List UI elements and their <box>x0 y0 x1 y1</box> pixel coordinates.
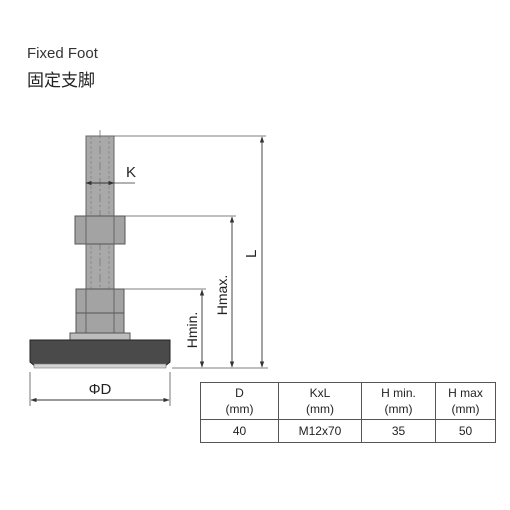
header-cell: KxL (mm) <box>278 382 362 420</box>
table-cell: M12x70 <box>278 419 362 443</box>
table-cell: 40 <box>200 419 279 443</box>
spec-table: D (mm) KxL (mm) H min. (mm) H max (mm) 40 M1… <box>200 382 496 443</box>
header-cell: H min. (mm) <box>361 382 436 420</box>
d-label: ΦD <box>89 381 112 398</box>
upper-nut <box>74 215 126 245</box>
header-name: H max <box>448 386 483 400</box>
header-unit: (mm) <box>306 402 334 416</box>
table-row: 40 M12x70 35 50 <box>200 419 496 443</box>
header-cell: D (mm) <box>200 382 279 420</box>
header-name: D <box>235 386 244 400</box>
l-label: L <box>243 250 260 258</box>
l-dimension: L <box>243 136 265 368</box>
title-english: Fixed Foot <box>27 45 98 62</box>
washer <box>69 332 131 341</box>
k-dimension: K <box>85 164 136 186</box>
table-cell: 50 <box>435 419 496 443</box>
header-unit: (mm) <box>384 402 413 416</box>
header-unit: (mm) <box>225 402 254 416</box>
h-max-dimension: Hmax. <box>214 216 235 368</box>
table-cell: 35 <box>361 419 436 443</box>
header-cell: H max (mm) <box>435 382 496 420</box>
extension-lines <box>29 135 268 406</box>
header-name: KxL <box>309 386 331 400</box>
h-max-label: Hmax. <box>214 275 230 315</box>
header-name: H min. <box>381 386 416 400</box>
base-pad <box>29 339 171 369</box>
k-label: K <box>126 164 136 181</box>
h-min-dimension: Hmin. <box>184 289 205 368</box>
title-chinese: 固定支脚 <box>27 71 95 91</box>
lower-nut <box>75 288 125 334</box>
table-header-row: D (mm) KxL (mm) H min. (mm) H max (mm) <box>200 382 496 420</box>
h-min-label: Hmin. <box>184 312 200 349</box>
header-unit: (mm) <box>451 402 480 416</box>
d-dimension: ΦD <box>30 381 170 403</box>
